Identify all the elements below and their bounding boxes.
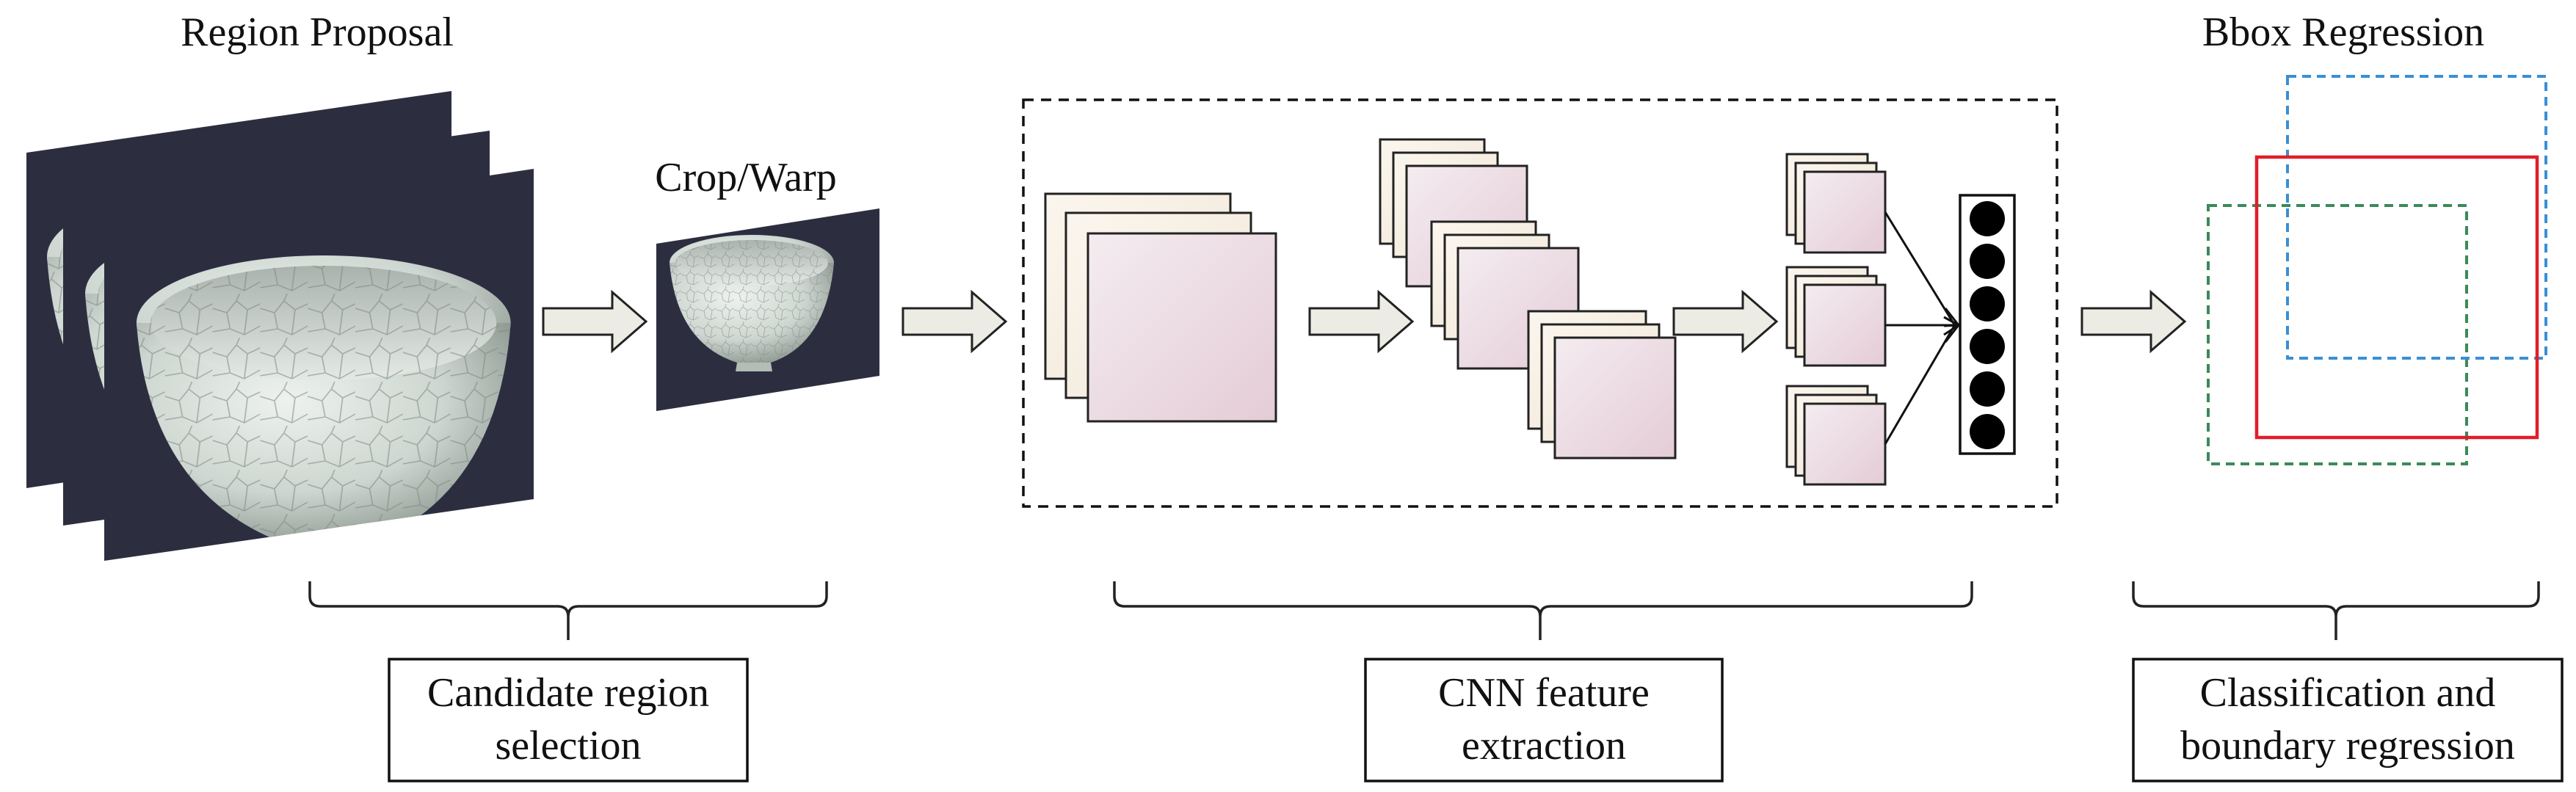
bowl-photo-icon: [104, 169, 534, 561]
neuron-icon: [1970, 371, 2005, 407]
neuron-icon: [1970, 244, 2005, 279]
stage-line-1: Candidate region: [427, 670, 709, 716]
cnn-module-frame: [1022, 98, 2058, 508]
feature-map-stack-2: [1379, 138, 1677, 459]
arrow-right-icon: [2080, 291, 2186, 352]
neuron-icon: [1970, 286, 2005, 321]
feature-map-icon: [1086, 232, 1277, 423]
feature-map-stack-1: [1044, 192, 1277, 423]
feature-map-icon: [1553, 336, 1677, 459]
stage-box-candidate-region: Candidate region selection: [388, 658, 749, 782]
stage-line-2: extraction: [1462, 723, 1626, 769]
fc-connections: [1884, 211, 1960, 445]
bbox-regression-boxes: [2207, 75, 2547, 465]
stage-line-1: Classification and: [2200, 670, 2496, 716]
feature-map-icon: [1803, 402, 1887, 486]
feature-map-stack-3: [1785, 153, 1887, 486]
brace-group: [308, 581, 2540, 640]
arrow-right-icon: [901, 291, 1007, 352]
bbox-red-solid: [2254, 155, 2539, 440]
neuron-icon: [1970, 329, 2005, 364]
brace-candidate-region: [308, 581, 828, 640]
stage-line-1: CNN feature: [1438, 670, 1650, 716]
region-proposal-photo-stack: [26, 91, 534, 561]
brace-cnn-feature: [1113, 581, 1973, 640]
arrow-right-icon: [542, 291, 647, 352]
crop-warp-label: Crop/Warp: [655, 155, 836, 200]
crop-warp-photo: [656, 208, 879, 411]
arrow-right-icon: [1308, 291, 1414, 352]
stage-line-2: boundary regression: [2180, 723, 2515, 769]
feature-map-icon: [1803, 283, 1887, 367]
stage-line-2: selection: [495, 723, 641, 769]
feature-map-icon: [1803, 170, 1887, 254]
stage-box-cnn-feature: CNN feature extraction: [1364, 658, 1724, 782]
bbox-green-dashed: [2207, 204, 2468, 465]
neuron-icon: [1970, 201, 2005, 236]
bbox-blue-dashed: [2286, 75, 2547, 360]
arrow-right-icon: [1672, 291, 1778, 352]
neuron-icon: [1970, 414, 2005, 449]
feature-vector: [1959, 194, 2016, 455]
bbox-regression-label: Bbox Regression: [2202, 10, 2484, 55]
stage-box-classification: Classification and boundary regression: [2132, 658, 2564, 782]
brace-classification: [2132, 581, 2540, 640]
region-proposal-label: Region Proposal: [181, 10, 454, 55]
